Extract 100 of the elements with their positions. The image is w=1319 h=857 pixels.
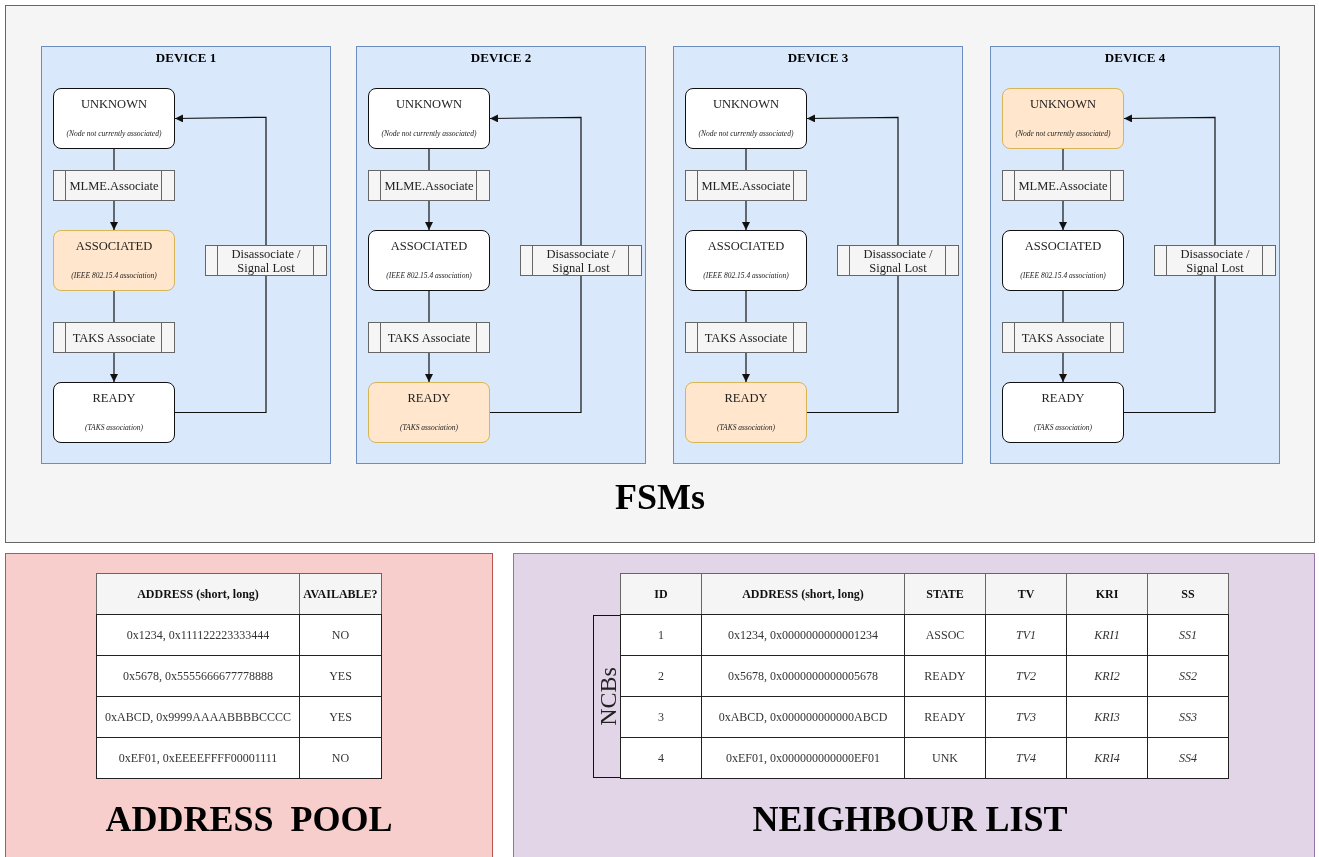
table-cell: READY xyxy=(904,696,986,738)
process-box xyxy=(368,170,490,201)
table-cell: 0xEF01, 0xEEEEFFFF00001111 xyxy=(96,737,300,779)
arrow xyxy=(1123,114,1216,246)
process-label: MLME.Associate xyxy=(702,177,790,195)
state-box xyxy=(368,230,490,291)
process-label: Disassociate / Signal Lost xyxy=(230,246,302,275)
state-name: UNKNOWN xyxy=(80,97,148,112)
process-box xyxy=(1154,245,1276,276)
process-label: TAKS Associate xyxy=(703,329,789,347)
connector-line xyxy=(745,290,747,323)
state-box xyxy=(53,382,175,443)
arrow xyxy=(489,114,582,246)
process-label: Disassociate / Signal Lost xyxy=(545,246,617,275)
device-panel xyxy=(41,46,331,464)
table-cell: 0xABCD, 0x9999AAAABBBBCCCC xyxy=(96,696,300,738)
state-box xyxy=(53,88,175,149)
connector-line xyxy=(1062,290,1064,323)
table-cell: NO xyxy=(299,737,382,779)
connector-line xyxy=(806,275,899,414)
device-title: DEVICE 1 xyxy=(154,50,218,66)
table-cell: 2 xyxy=(620,655,702,697)
arrow xyxy=(742,200,750,231)
side-label: NCBs xyxy=(593,666,622,728)
column-header: SS xyxy=(1147,573,1229,615)
process-box xyxy=(53,170,175,201)
state-box xyxy=(53,230,175,291)
arrow xyxy=(806,114,899,246)
panel xyxy=(5,5,1315,543)
connector-line xyxy=(174,275,267,414)
table-cell: SS4 xyxy=(1147,737,1229,779)
table-cell: 1 xyxy=(620,614,702,656)
connector-line xyxy=(1062,148,1064,171)
column-header: AVAILABLE? xyxy=(299,573,382,615)
state-name: ASSOCIATED xyxy=(706,239,786,254)
process-box xyxy=(368,322,490,353)
table-cell: KRI2 xyxy=(1066,655,1148,697)
table-cell: TV2 xyxy=(985,655,1067,697)
state-box xyxy=(368,88,490,149)
state-name: ASSOCIATED xyxy=(1023,239,1103,254)
process-box xyxy=(685,170,807,201)
device-title: DEVICE 2 xyxy=(469,50,533,66)
device-panel xyxy=(673,46,963,464)
process-box xyxy=(1002,322,1124,353)
state-box xyxy=(685,88,807,149)
process-label: Disassociate / Signal Lost xyxy=(862,246,934,275)
connector-line xyxy=(113,290,115,323)
process-box xyxy=(205,245,327,276)
state-name: UNKNOWN xyxy=(1029,97,1097,112)
arrow xyxy=(425,200,433,231)
table-cell: 3 xyxy=(620,696,702,738)
state-name: READY xyxy=(723,391,769,406)
table-cell: SS2 xyxy=(1147,655,1229,697)
device-panel xyxy=(990,46,1280,464)
arrow xyxy=(174,114,267,246)
panel-title: FSMs xyxy=(614,476,706,518)
state-name: ASSOCIATED xyxy=(74,239,154,254)
arrow xyxy=(1059,352,1067,383)
table-cell: 0x1234, 0x0000000000001234 xyxy=(701,614,905,656)
state-name: READY xyxy=(406,391,452,406)
process-box xyxy=(837,245,959,276)
table-cell: KRI3 xyxy=(1066,696,1148,738)
table-cell: 0x5678, 0x0000000000005678 xyxy=(701,655,905,697)
table-cell: KRI1 xyxy=(1066,614,1148,656)
side-label-box xyxy=(593,615,622,778)
device-title: DEVICE 4 xyxy=(1103,50,1167,66)
table-cell: TV4 xyxy=(985,737,1067,779)
process-label: MLME.Associate xyxy=(385,177,473,195)
state-name: ASSOCIATED xyxy=(389,239,469,254)
state-box xyxy=(1002,382,1124,443)
panel xyxy=(5,553,493,857)
arrow xyxy=(425,352,433,383)
column-header: KRI xyxy=(1066,573,1148,615)
state-name: READY xyxy=(1040,391,1086,406)
connector-line xyxy=(113,148,115,171)
state-box xyxy=(685,230,807,291)
table-cell: YES xyxy=(299,696,382,738)
arrow xyxy=(742,352,750,383)
table-cell: NO xyxy=(299,614,382,656)
process-box xyxy=(1002,170,1124,201)
panel-title: NEIGHBOUR LIST xyxy=(751,798,1069,840)
table-cell: TV1 xyxy=(985,614,1067,656)
process-box xyxy=(520,245,642,276)
process-label: TAKS Associate xyxy=(1020,329,1106,347)
state-box xyxy=(685,382,807,443)
process-label: Disassociate / Signal Lost xyxy=(1179,246,1251,275)
table-cell: UNK xyxy=(904,737,986,779)
process-label: MLME.Associate xyxy=(70,177,158,195)
table-cell: KRI4 xyxy=(1066,737,1148,779)
connector-line xyxy=(745,148,747,171)
connector-line xyxy=(1123,275,1216,414)
table-cell: READY xyxy=(904,655,986,697)
state-box xyxy=(1002,88,1124,149)
panel-title: ADDRESS POOL xyxy=(104,798,394,840)
process-label: TAKS Associate xyxy=(386,329,472,347)
panel xyxy=(513,553,1315,857)
state-name: UNKNOWN xyxy=(712,97,780,112)
table-cell: 4 xyxy=(620,737,702,779)
table-cell: YES xyxy=(299,655,382,697)
table-cell: 0xEF01, 0x000000000000EF01 xyxy=(701,737,905,779)
